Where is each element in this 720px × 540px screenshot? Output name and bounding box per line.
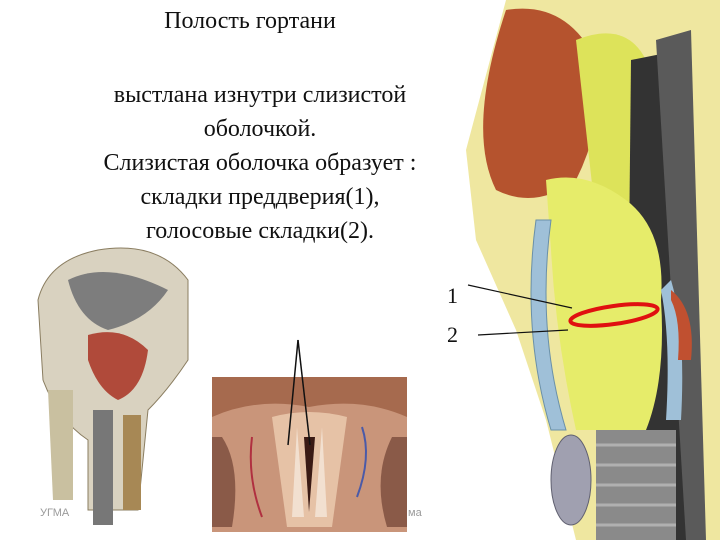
body-line-1: выстлана изнутри слизистой [113,82,407,108]
label-vestibular-fold: 1 [447,283,458,308]
body-line-2: оболочкой. [203,116,317,142]
footer-left-text: УГМА [40,507,70,519]
label-pointer-lines [467,284,573,336]
body-line-4: складки преддверия(1), [140,184,380,210]
photo-pointer-lines [287,339,311,446]
footer-right-text: ма [408,507,422,519]
label-vocal-fold: 2 [447,322,458,347]
laryngoscope-photo [212,377,407,532]
body-line-3: Слизистая оболочка образует : [103,150,417,176]
slide-title: Полость гортани [164,8,336,34]
sagittal-head-illustration [28,240,208,530]
larynx-section-illustration [456,0,720,540]
body-line-5: голосовые складки(2). [146,218,374,244]
slide-body-text: выстлана изнутри слизистой оболочкой. Сл… [40,78,480,248]
